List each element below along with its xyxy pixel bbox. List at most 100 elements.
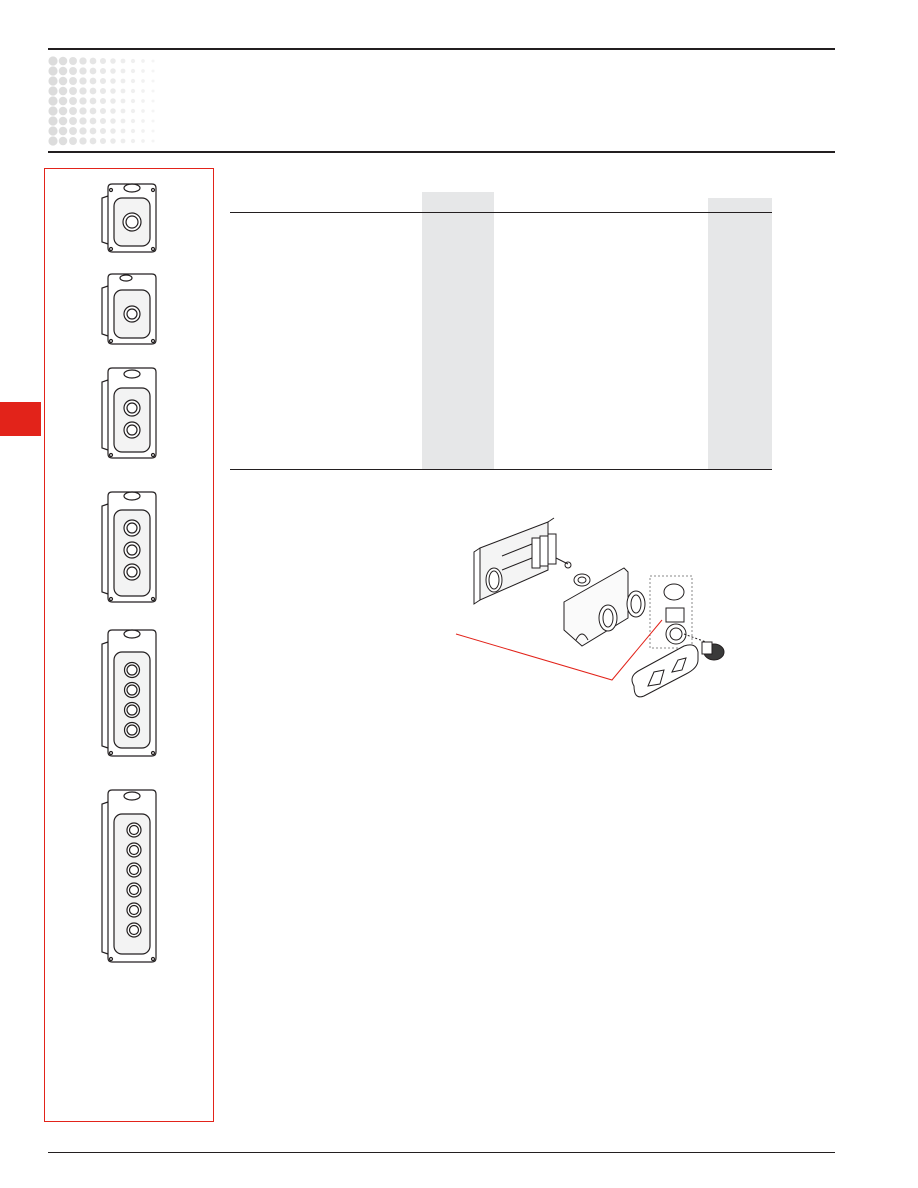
header-dot <box>58 76 68 86</box>
header-dot <box>120 118 126 124</box>
header-dot <box>120 88 126 94</box>
header-dot <box>151 109 155 113</box>
header-dot <box>141 59 145 63</box>
header-dot <box>79 117 87 125</box>
header-dot <box>58 106 68 116</box>
header-dot <box>130 98 136 104</box>
header-dot <box>89 97 97 105</box>
header-dot <box>48 116 58 126</box>
header-dot <box>48 66 58 76</box>
header-dot <box>99 87 107 95</box>
header-dot <box>110 98 116 104</box>
header-dot <box>58 136 68 146</box>
header-dot <box>58 96 68 106</box>
header-dot <box>89 57 97 65</box>
header-dot <box>110 108 116 114</box>
header-dot <box>141 89 145 93</box>
header-dot <box>141 129 145 133</box>
enclosure-6-holes-image <box>101 789 157 963</box>
header-dot <box>130 88 136 94</box>
header-dot <box>89 87 97 95</box>
header-dot <box>110 88 116 94</box>
header-dot <box>48 96 58 106</box>
header-dot <box>48 56 58 66</box>
header-dot <box>151 139 155 143</box>
header-dot <box>99 57 107 65</box>
header-dot <box>141 109 145 113</box>
header-dot <box>48 86 58 96</box>
header-dot <box>141 69 145 73</box>
header-dot <box>99 67 107 75</box>
header-dot <box>110 78 116 84</box>
header-dot <box>79 87 87 95</box>
header-dot <box>69 117 77 125</box>
exploded-assembly-drawing <box>455 517 725 698</box>
enclosure-1-hole-low-image <box>101 273 157 345</box>
header-bottom-rule <box>48 151 835 153</box>
header-dot <box>120 68 126 74</box>
table-bottom-rule <box>230 469 772 470</box>
header-dot <box>110 68 116 74</box>
enclosure-4-holes-image <box>101 629 157 757</box>
header-dot <box>69 97 77 105</box>
header-dot <box>151 69 155 73</box>
header-dot <box>79 57 87 65</box>
header-dot <box>141 119 145 123</box>
header-dot <box>130 138 136 144</box>
header-dot <box>58 126 68 136</box>
header-dot <box>89 127 97 135</box>
header-dot <box>99 117 107 125</box>
header-dot <box>79 107 87 115</box>
header-dot <box>79 127 87 135</box>
header-dot <box>69 67 77 75</box>
enclosure-3-holes-image <box>101 491 157 603</box>
header-dot <box>99 127 107 135</box>
header-dot <box>130 128 136 134</box>
header-dot <box>151 79 155 83</box>
header-dot <box>99 77 107 85</box>
header-dot <box>151 129 155 133</box>
table-column-shade-1 <box>422 192 494 470</box>
header-dot <box>141 99 145 103</box>
header-dot <box>69 137 77 145</box>
header-dot <box>120 98 126 104</box>
header-dot <box>58 66 68 76</box>
header-dot <box>130 118 136 124</box>
enclosure-2-holes-image <box>101 367 157 459</box>
header-dot <box>58 116 68 126</box>
header-top-rule <box>48 48 835 50</box>
header-dot <box>48 76 58 86</box>
header-dot <box>110 118 116 124</box>
header-dot <box>151 59 155 63</box>
table-column-shade-2 <box>708 198 772 470</box>
header-dot <box>151 119 155 123</box>
header-dot <box>141 79 145 83</box>
header-dot <box>110 58 116 64</box>
header-dot <box>89 107 97 115</box>
header-dot <box>48 136 58 146</box>
header-dot <box>99 107 107 115</box>
section-tab-marker <box>0 402 41 436</box>
header-dot <box>120 128 126 134</box>
header-dot <box>130 78 136 84</box>
product-image-panel <box>44 168 214 1122</box>
header-dot <box>69 57 77 65</box>
footer-rule <box>48 1152 835 1153</box>
header-dot <box>69 127 77 135</box>
header-dot <box>58 56 68 66</box>
header-dot <box>151 99 155 103</box>
header-dot <box>120 108 126 114</box>
header-dot <box>89 77 97 85</box>
table-top-rule <box>230 212 772 213</box>
header-dot <box>110 128 116 134</box>
header-dot <box>130 68 136 74</box>
header-dot <box>79 97 87 105</box>
header-dot <box>89 117 97 125</box>
header-dot <box>120 58 126 64</box>
header-dot <box>79 137 87 145</box>
header-dot-pattern <box>48 56 155 146</box>
header-dot <box>69 87 77 95</box>
header-dot <box>79 77 87 85</box>
header-dot <box>89 67 97 75</box>
header-dot <box>69 107 77 115</box>
